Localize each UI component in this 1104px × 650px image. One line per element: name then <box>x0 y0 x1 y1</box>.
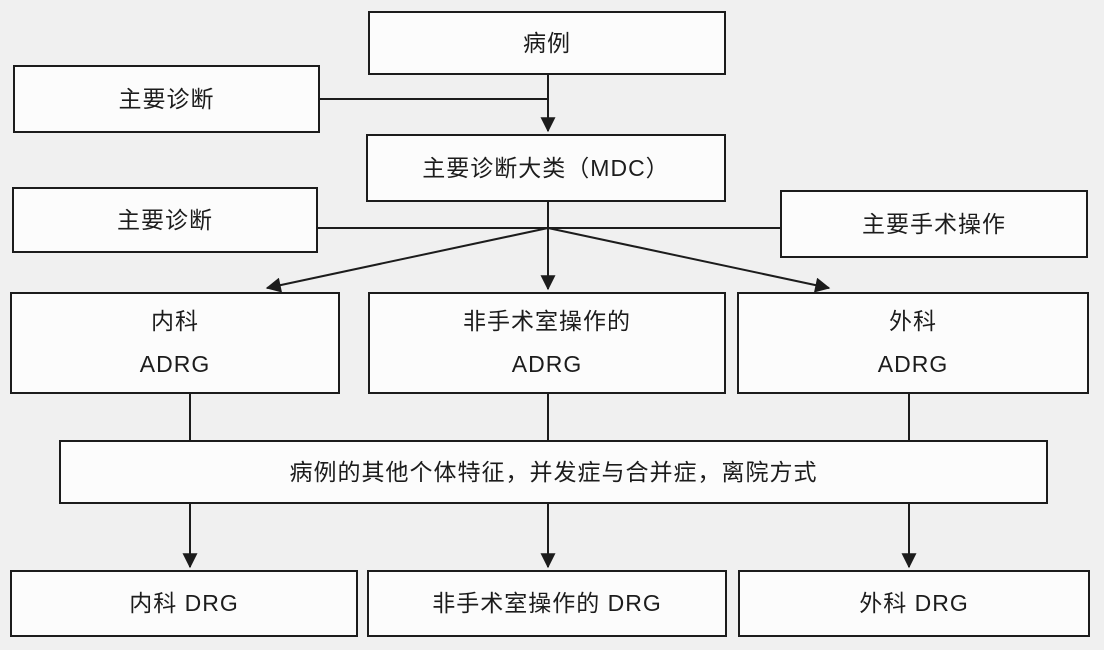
node-mdc-label: 主要诊断大类（MDC） <box>422 154 670 181</box>
node-non-or-drg: 非手术室操作的 DRG <box>367 570 727 637</box>
node-non-or-adrg-line1: 非手术室操作的 <box>463 308 631 335</box>
node-case-label: 病例 <box>523 29 571 56</box>
node-non-or-drg-label: 非手术室操作的 DRG <box>432 590 662 617</box>
node-internal-adrg-line1: 内科 <box>151 308 199 335</box>
arrow-to-surgical-adrg <box>547 227 831 293</box>
node-case-features-label: 病例的其他个体特征，并发症与合并症，离院方式 <box>289 458 818 485</box>
node-internal-adrg-line2: ADRG <box>139 351 211 377</box>
node-internal-drg-label: 内科 DRG <box>129 590 239 617</box>
node-surgical-drg-label: 外科 DRG <box>859 590 969 617</box>
node-primary-diagnosis-top: 主要诊断 <box>13 65 320 133</box>
node-case-features: 病例的其他个体特征，并发症与合并症，离院方式 <box>59 440 1048 504</box>
node-surgery-operation: 主要手术操作 <box>780 190 1088 258</box>
node-surgical-drg: 外科 DRG <box>738 570 1090 637</box>
node-mdc: 主要诊断大类（MDC） <box>366 134 726 202</box>
node-primary-diagnosis-mid-label: 主要诊断 <box>117 206 213 233</box>
node-surgical-adrg-line2: ADRG <box>877 351 949 377</box>
node-non-or-adrg: 非手术室操作的 ADRG <box>368 292 726 394</box>
node-surgery-operation-label: 主要手术操作 <box>862 210 1006 237</box>
node-primary-diagnosis-top-label: 主要诊断 <box>118 85 215 112</box>
node-case: 病例 <box>368 11 726 75</box>
node-primary-diagnosis-mid: 主要诊断 <box>12 187 318 253</box>
node-non-or-adrg-line2: ADRG <box>511 351 583 377</box>
node-surgical-adrg: 外科 ADRG <box>737 292 1089 394</box>
node-internal-drg: 内科 DRG <box>10 570 358 637</box>
node-surgical-adrg-line1: 外科 <box>889 308 937 335</box>
node-internal-adrg: 内科 ADRG <box>10 292 340 394</box>
arrow-to-internal-adrg <box>265 227 549 293</box>
